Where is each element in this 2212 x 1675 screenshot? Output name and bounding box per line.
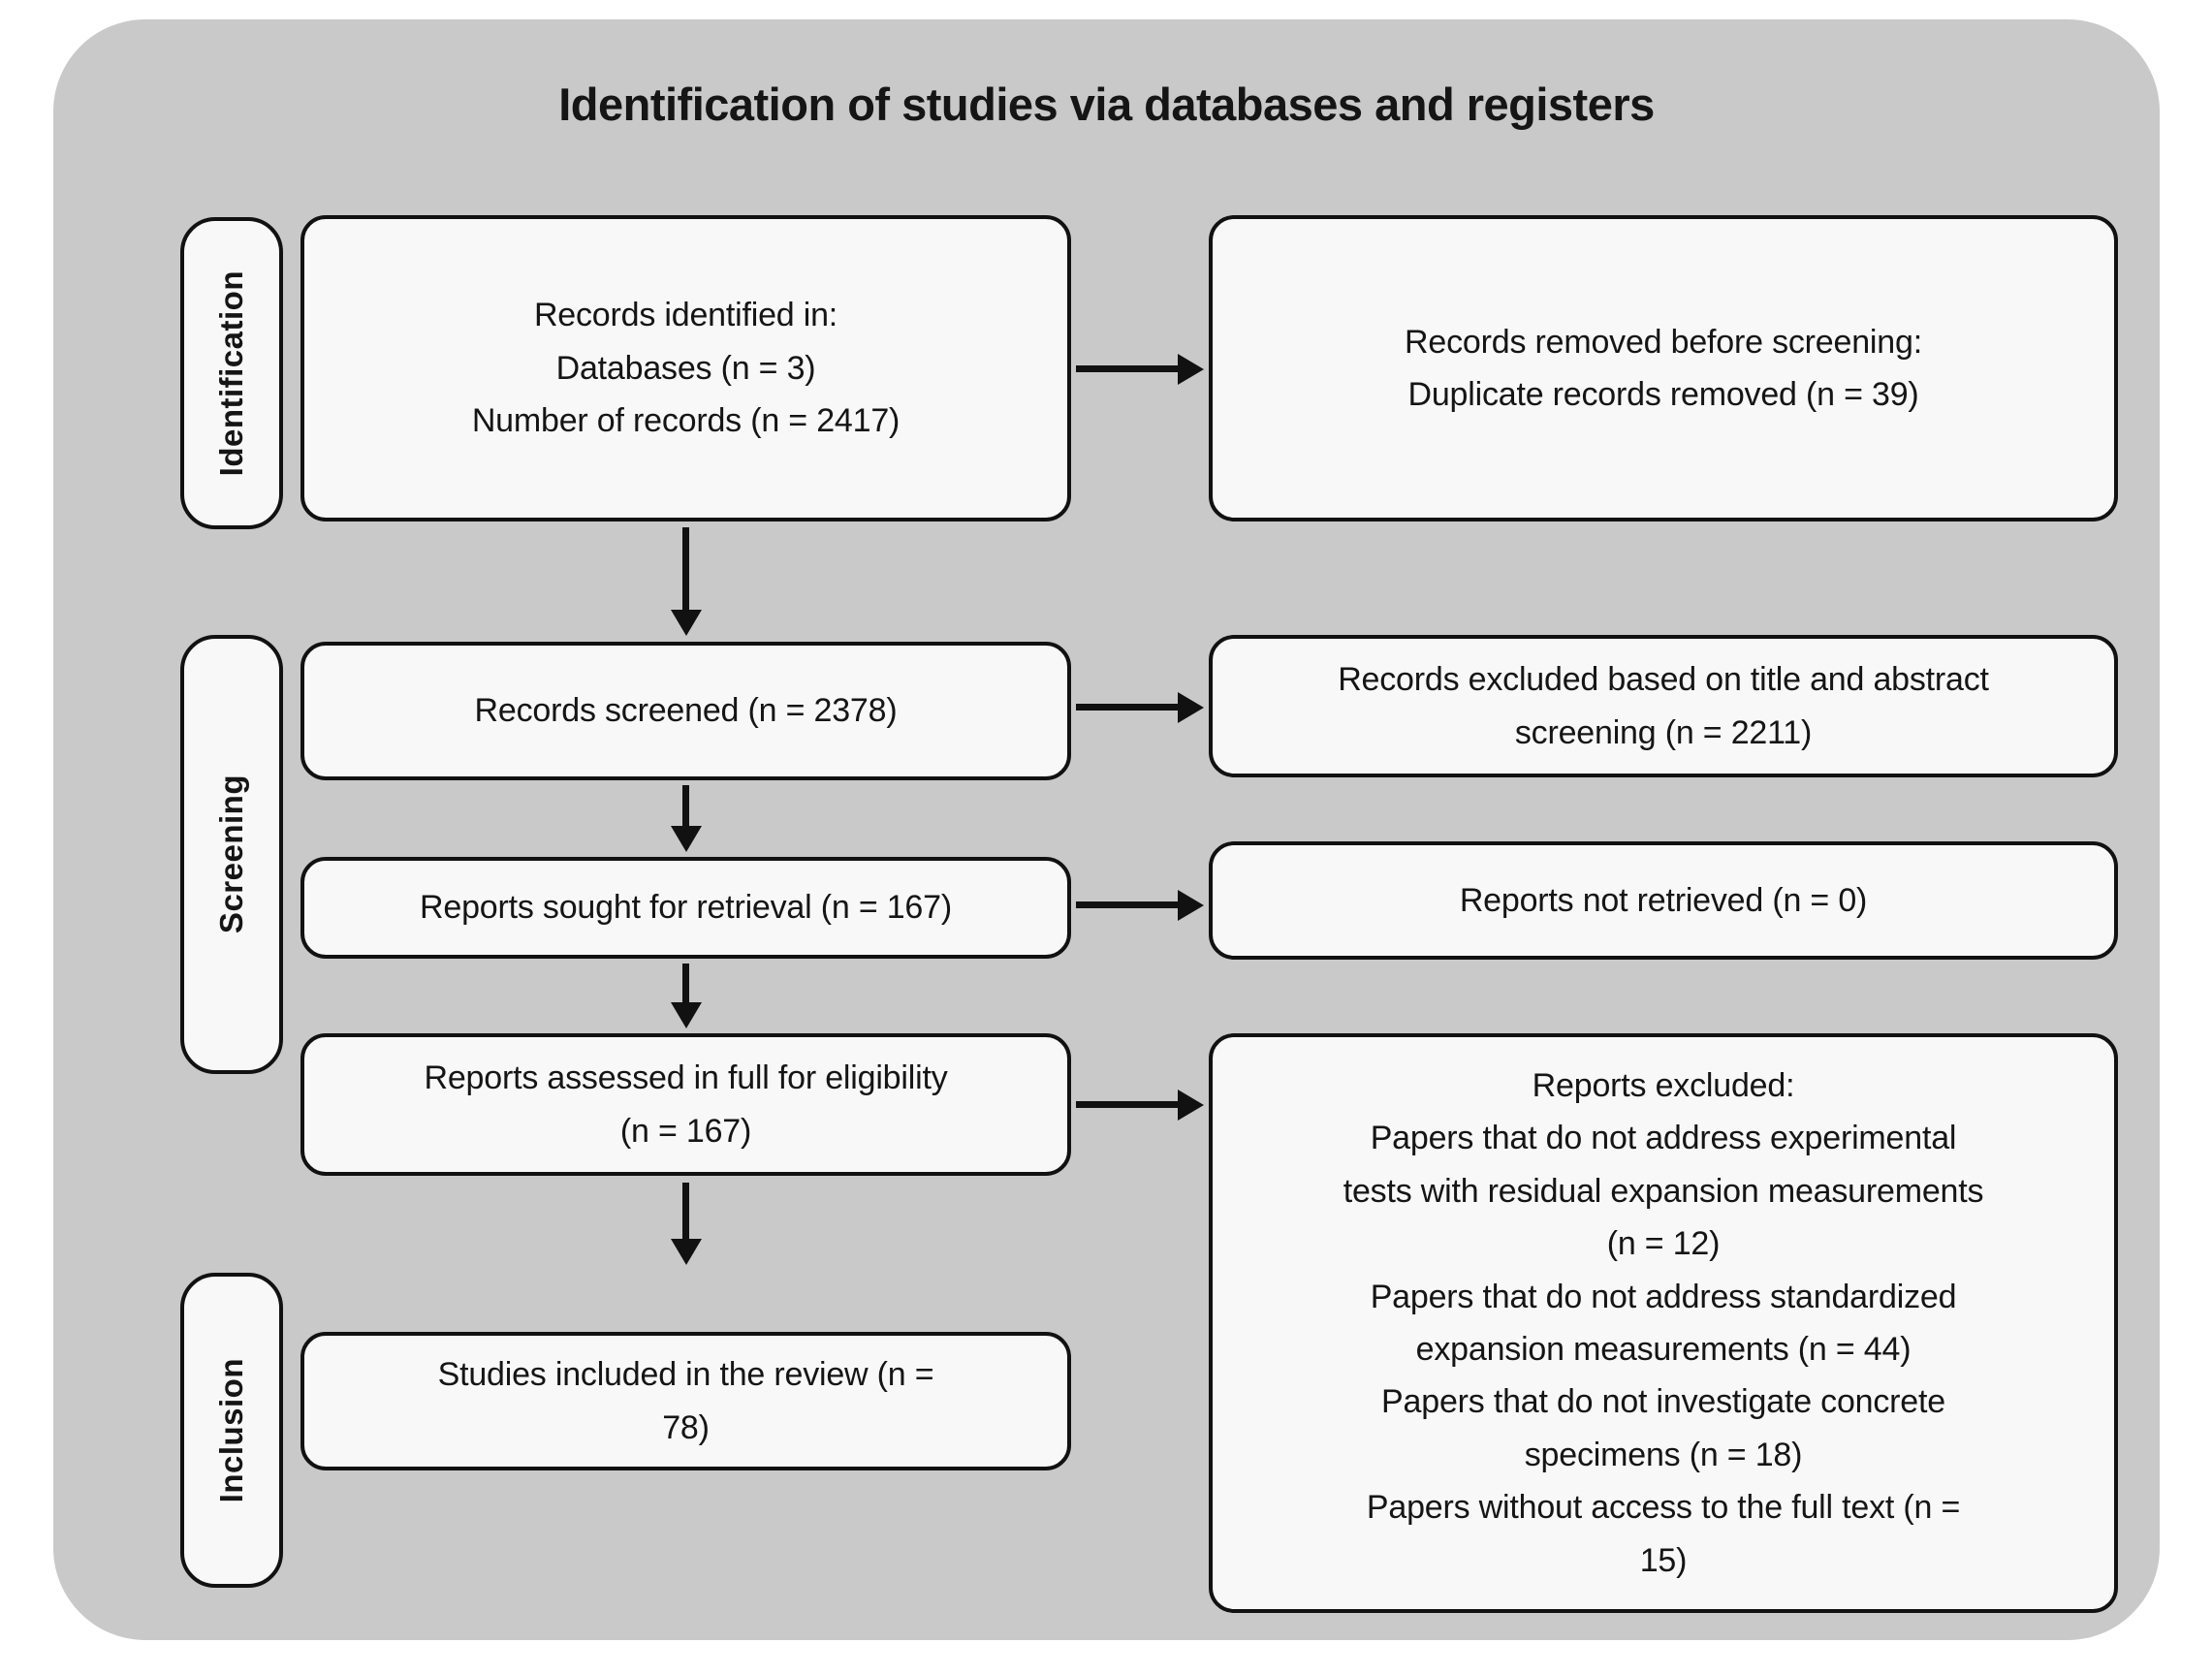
stage-label-screening-text: Screening [213, 774, 249, 934]
box-records-excluded-text: Records excluded based on title and abst… [1338, 661, 1989, 751]
stage-label-identification-text: Identification [213, 269, 249, 477]
arrow-right-icon [1076, 1101, 1178, 1108]
arrow-right-icon [1076, 704, 1178, 711]
box-records-screened-text: Records screened (n = 2378) [474, 692, 898, 730]
box-records-removed-text: Records removed before screening: Duplic… [1405, 323, 1922, 413]
box-reports-assessed: Reports assessed in full for eligibility… [300, 1033, 1071, 1176]
box-reports-sought-text: Reports sought for retrieval (n = 167) [420, 889, 952, 927]
box-reports-not-retrieved-text: Reports not retrieved (n = 0) [1459, 881, 1868, 919]
box-reports-excluded-text: Reports excluded: Papers that do not add… [1343, 1067, 1984, 1579]
box-reports-excluded: Reports excluded: Papers that do not add… [1209, 1033, 2118, 1613]
arrow-down-icon [682, 527, 689, 610]
arrow-right-icon [1076, 365, 1178, 372]
stage-label-inclusion: Inclusion [180, 1273, 283, 1588]
box-reports-not-retrieved: Reports not retrieved (n = 0) [1209, 841, 2118, 960]
box-studies-included-text: Studies included in the review (n = 78) [437, 1356, 934, 1446]
box-records-identified-text: Records identified in: Databases (n = 3)… [471, 297, 901, 440]
arrow-right-icon [1076, 901, 1178, 908]
box-records-identified: Records identified in: Databases (n = 3)… [300, 215, 1071, 521]
box-records-excluded: Records excluded based on title and abst… [1209, 635, 2118, 777]
arrow-down-icon [682, 964, 689, 1002]
arrow-down-icon [682, 785, 689, 826]
stage-label-screening: Screening [180, 635, 283, 1074]
stage-label-identification: Identification [180, 217, 283, 529]
box-records-screened: Records screened (n = 2378) [300, 642, 1071, 780]
diagram-background-panel: Identification of studies via databases … [53, 19, 2160, 1640]
diagram-title: Identification of studies via databases … [558, 79, 1655, 130]
box-reports-assessed-text: Reports assessed in full for eligibility… [424, 1059, 948, 1150]
stage-label-inclusion-text: Inclusion [213, 1357, 249, 1503]
box-records-removed: Records removed before screening: Duplic… [1209, 215, 2118, 521]
box-reports-sought: Reports sought for retrieval (n = 167) [300, 857, 1071, 959]
box-studies-included: Studies included in the review (n = 78) [300, 1332, 1071, 1470]
arrow-down-icon [682, 1183, 689, 1239]
